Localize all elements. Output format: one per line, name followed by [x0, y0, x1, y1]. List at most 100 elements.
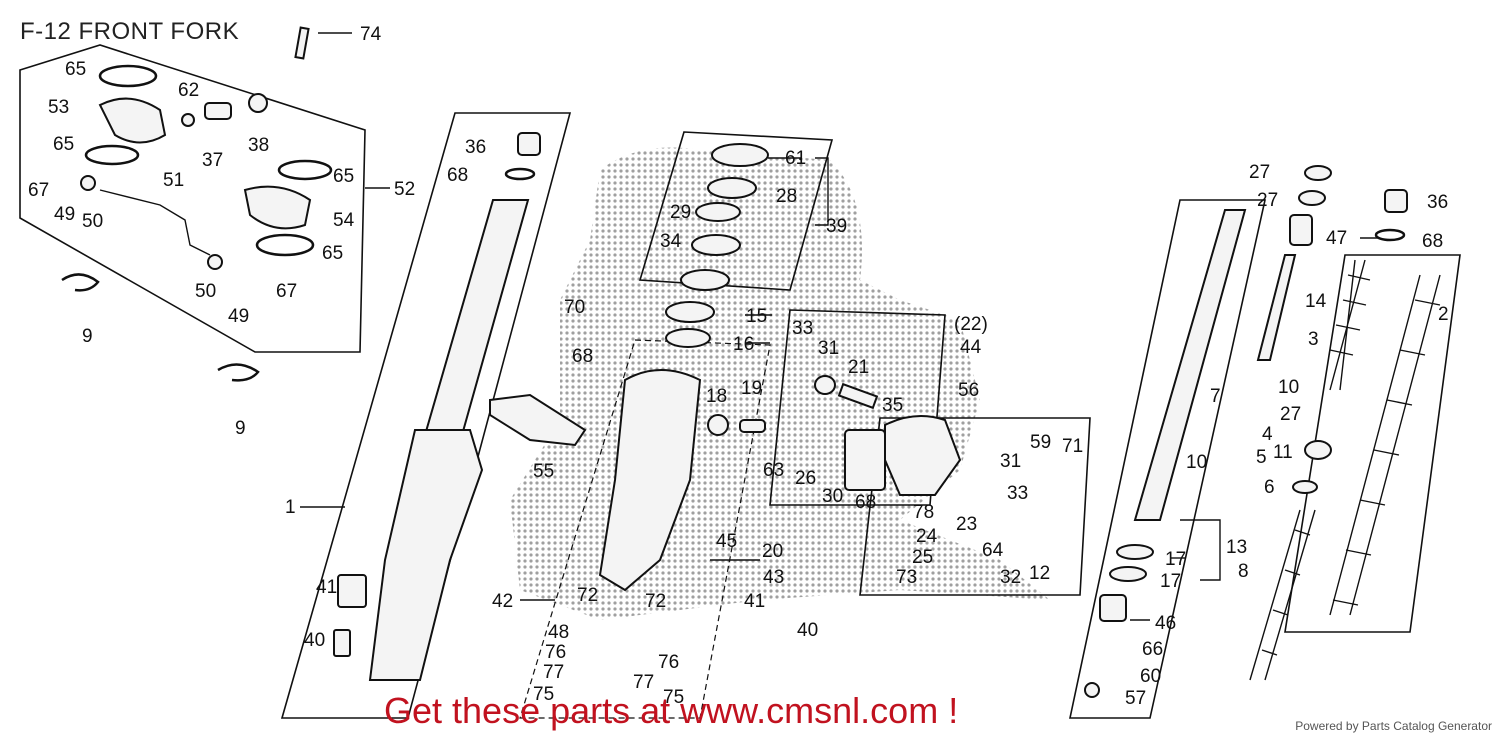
callout-52: 52: [394, 179, 415, 200]
bolt-62: [181, 113, 195, 127]
callout-36: 36: [1427, 192, 1448, 213]
fork-bolt-36-right: [1384, 189, 1408, 213]
fitting-50-right: [207, 254, 223, 270]
callout-19: 19: [741, 378, 762, 399]
diagram-title: F-12 FRONT FORK: [20, 18, 240, 45]
promo-link-text[interactable]: Get these parts at www.cmsnl.com !: [384, 690, 959, 731]
washer-6: [1292, 480, 1318, 494]
seal-11: [1304, 440, 1332, 460]
callout-11: 11: [1273, 442, 1293, 463]
callout-65: 65: [333, 166, 354, 187]
callout-34: 34: [660, 231, 682, 252]
callout-72: 72: [577, 585, 598, 606]
fork-slider-1: [368, 429, 484, 681]
callout-33: 33: [1007, 483, 1028, 504]
callout-25: 25: [912, 547, 933, 568]
seal-15: [665, 301, 715, 323]
callout-31: 31: [1000, 451, 1021, 472]
callout-10: 10: [1186, 452, 1207, 473]
callout-67: 67: [276, 281, 297, 302]
callout-8: 8: [1238, 561, 1249, 582]
seal-18: [707, 414, 729, 436]
callout-35: 35: [882, 395, 903, 416]
callout-4: 4: [1262, 424, 1273, 445]
callout-39: 39: [826, 216, 847, 237]
o-ring-65-right: [277, 159, 333, 181]
reflector-40-left: [333, 629, 351, 657]
ring-16: [665, 328, 711, 348]
callout-14: 14: [1305, 291, 1327, 312]
callout-44: 44: [960, 337, 982, 358]
callout-41: 41: [316, 577, 337, 598]
callout-72: 72: [645, 591, 666, 612]
callout-22: (22): [954, 314, 988, 335]
callout-7: 7: [1210, 386, 1221, 407]
tube-51: [99, 189, 211, 256]
spring-3: [1329, 259, 1371, 391]
o-ring-65-mid: [84, 144, 140, 166]
pad-plate-68: [844, 429, 886, 491]
callout-24: 24: [916, 526, 938, 547]
callout-50: 50: [195, 281, 216, 302]
speedometer-gear-housing-53: [98, 97, 167, 144]
callout-76: 76: [545, 642, 566, 663]
callout-49: 49: [54, 204, 75, 225]
callout-23: 23: [956, 514, 977, 535]
callout-26: 26: [795, 468, 816, 489]
callout-68: 68: [447, 165, 468, 186]
callout-29: 29: [670, 202, 691, 223]
callout-2: 2: [1438, 304, 1449, 325]
callout-59: 59: [1030, 432, 1051, 453]
fork-bolt-36-left: [517, 132, 541, 156]
callout-75: 75: [663, 687, 684, 708]
spring-8: [1249, 509, 1316, 681]
callout-73: 73: [896, 567, 917, 588]
callout-36: 36: [465, 137, 486, 158]
leader-lines: [300, 32, 1380, 621]
callout-5: 5: [1256, 447, 1267, 468]
callout-55: 55: [533, 461, 554, 482]
callout-17: 17: [1160, 571, 1181, 592]
callout-63: 63: [763, 460, 784, 481]
callout-57: 57: [1125, 688, 1146, 709]
valve-stud-74: [294, 26, 310, 60]
o-ring-68-left: [504, 167, 536, 181]
fitting-50-left: [80, 175, 96, 191]
bearing-upper: [680, 269, 730, 291]
callout-45: 45: [716, 531, 737, 552]
callout-32: 32: [1000, 567, 1021, 588]
nut-38: [248, 93, 268, 113]
mudguard-bracket-55: [489, 393, 587, 447]
callout-50: 50: [82, 211, 103, 232]
frame-fork-slider-dashed: [519, 339, 771, 719]
callout-27: 27: [1249, 162, 1270, 183]
collar-47: [1289, 214, 1313, 246]
callout-53: 53: [48, 97, 69, 118]
powered-by-footer: Powered by Parts Catalog Generator: [1295, 719, 1492, 733]
frame-speedometer-group: [19, 44, 366, 353]
callout-40: 40: [304, 630, 325, 651]
bearing-34: [691, 234, 741, 256]
callout-60: 60: [1140, 666, 1161, 687]
callout-27: 27: [1280, 404, 1301, 425]
callout-70: 70: [564, 297, 585, 318]
speedometer-housing-54: [243, 185, 312, 230]
washer-27-b: [1298, 190, 1326, 206]
callout-30: 30: [822, 486, 843, 507]
callout-1: 1: [285, 497, 296, 518]
damper-rod-14: [1256, 254, 1297, 361]
fitting-37: [204, 102, 232, 120]
callout-37: 37: [202, 150, 223, 171]
pin-21: [837, 382, 879, 410]
callout-13: 13: [1226, 537, 1247, 558]
fork-slider-center: [598, 369, 702, 592]
bearing-29: [695, 202, 741, 222]
callout-40: 40: [797, 620, 818, 641]
callout-76: 76: [658, 652, 679, 673]
o-ring-65-top: [98, 64, 158, 88]
oil-lock-46: [1099, 594, 1127, 622]
washer-27-a: [1304, 165, 1332, 181]
callout-56: 56: [958, 380, 979, 401]
callout-78: 78: [913, 502, 934, 523]
